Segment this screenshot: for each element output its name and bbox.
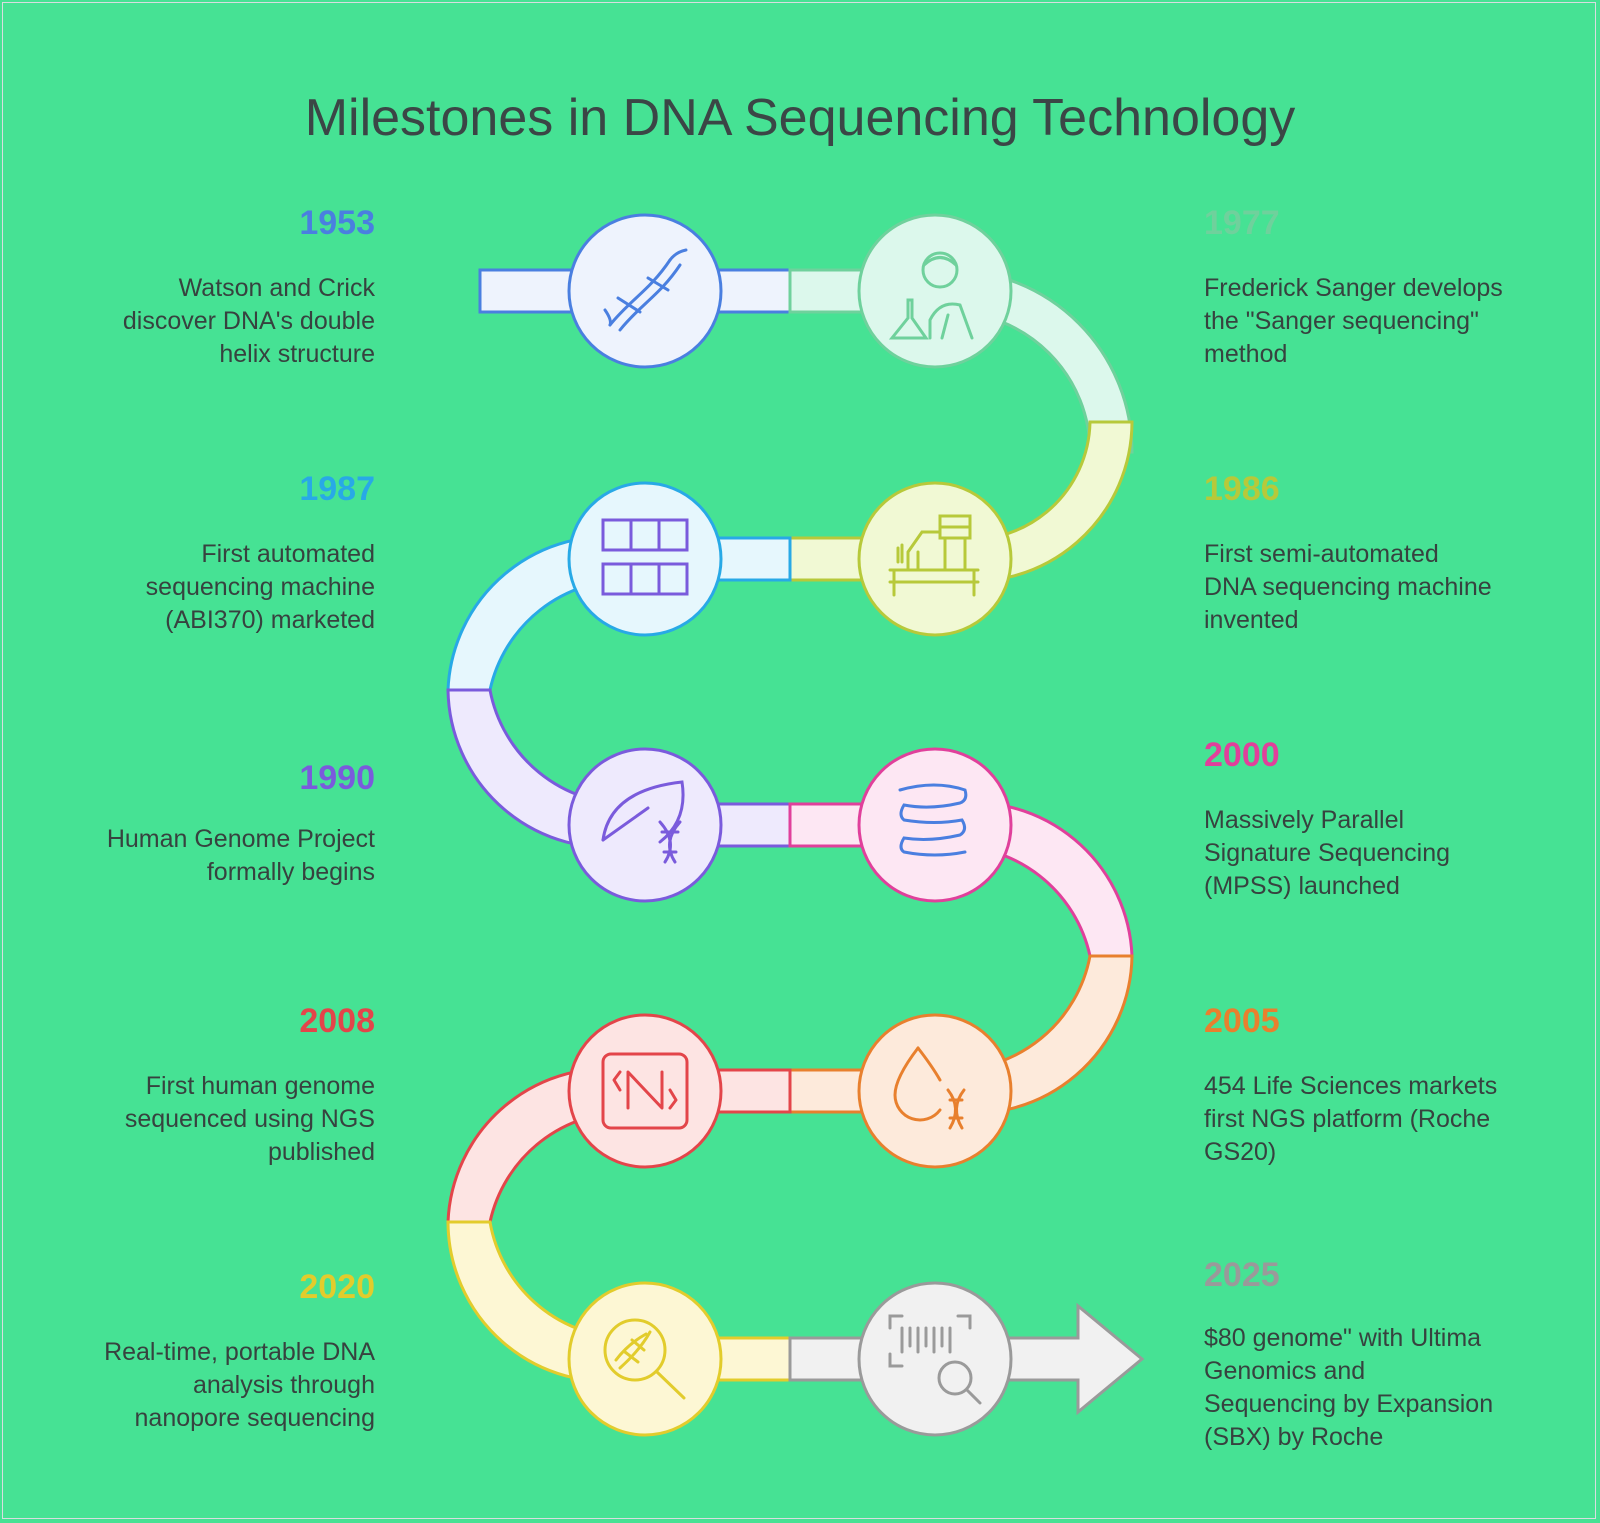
desc-1987: First automated sequencing machine (ABI3…: [145, 540, 375, 634]
year-2000: 2000: [1204, 736, 1280, 774]
track-segment-1977: [788, 268, 1134, 454]
dna-helix-icon: [603, 248, 688, 332]
desc-2008: First human genome sequenced using NGS p…: [124, 1072, 375, 1166]
desc-2005: 454 Life Sciences markets first NGS plat…: [1204, 1072, 1498, 1166]
year-2008: 2008: [299, 1002, 375, 1040]
milestone-circle-1986: [857, 481, 1013, 637]
year-2025: 2025: [1204, 1256, 1280, 1294]
drop-dna-icon: [893, 1046, 966, 1130]
year-1986: 1986: [1204, 470, 1280, 508]
year-1953: 1953: [299, 204, 375, 242]
milestone-circle-2000: [857, 747, 1013, 903]
n-badge-icon: [601, 1052, 689, 1130]
lab-machine-icon: [888, 514, 980, 597]
scientist-icon: [888, 251, 974, 340]
desc-2025: $80 genome" with Ultima Genomics and Seq…: [1204, 1324, 1494, 1451]
coil-icon: [898, 783, 968, 857]
milestone-circle-2020: [567, 1281, 723, 1437]
year-2005: 2005: [1204, 1002, 1280, 1040]
milestone-circle-2025: [857, 1281, 1013, 1437]
milestone-circle-1977: [857, 213, 1013, 369]
desc-2000: Massively Parallel Signature Sequencing …: [1204, 806, 1451, 900]
barcode-search-icon: [888, 1314, 982, 1405]
leaf-dna-icon: [601, 780, 685, 864]
dna-search-icon: [603, 1318, 686, 1400]
desc-1986: First semi-automated DNA sequencing mach…: [1204, 540, 1492, 634]
year-2020: 2020: [299, 1268, 375, 1306]
desc-2020: Real-time, portable DNA analysis through…: [104, 1338, 375, 1432]
desc-1953: Watson and Crick discover DNA's double h…: [122, 274, 375, 368]
page-title: Milestones in DNA Sequencing Technology: [304, 89, 1296, 147]
grid-icon: [601, 518, 689, 596]
milestone-circle-2005: [857, 1013, 1013, 1169]
desc-1977: Frederick Sanger develops the "Sanger se…: [1204, 274, 1503, 368]
milestone-circle-1990: [567, 747, 723, 903]
year-1987: 1987: [299, 470, 375, 508]
year-1990: 1990: [299, 759, 375, 797]
milestone-circle-1987: [567, 481, 723, 637]
desc-1990: Human Genome Project formally begins: [106, 825, 375, 886]
year-1977: 1977: [1204, 204, 1280, 242]
